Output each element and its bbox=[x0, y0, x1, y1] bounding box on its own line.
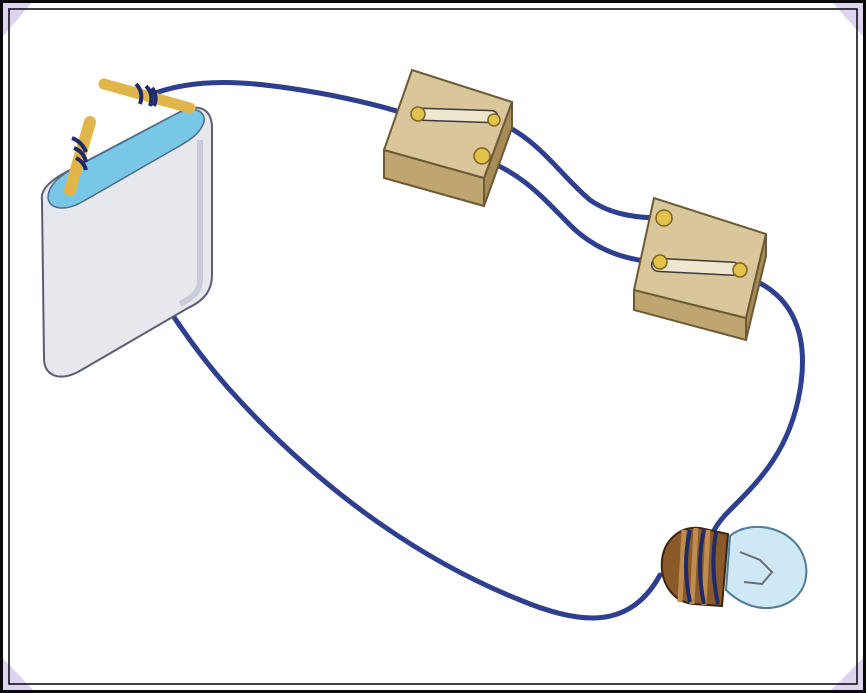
light-bulb-icon bbox=[660, 525, 808, 609]
inner-border bbox=[8, 8, 858, 685]
switch-icon bbox=[382, 68, 514, 208]
battery-icon bbox=[40, 78, 213, 378]
switch-icon bbox=[632, 196, 768, 342]
wire-icon bbox=[79, 80, 805, 621]
